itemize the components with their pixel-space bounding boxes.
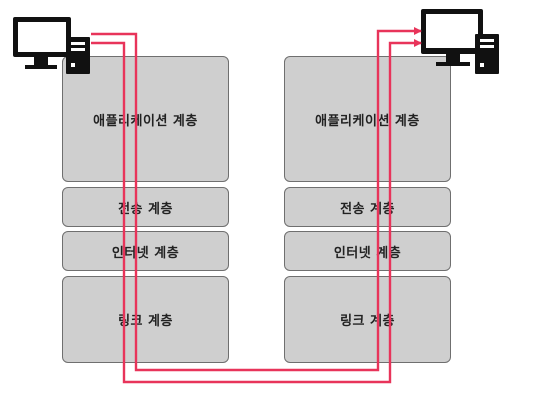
left-internet-layer: 인터넷 계층 xyxy=(62,231,229,271)
right-computer-icon xyxy=(421,9,499,74)
right-application-layer: 애플리케이션 계층 xyxy=(284,56,451,182)
right-transport-layer: 전송 계층 xyxy=(284,187,451,227)
left-link-layer: 링크 계층 xyxy=(62,276,229,363)
outer-data-path xyxy=(91,27,422,372)
left-computer-icon xyxy=(13,17,90,74)
inner-data-path xyxy=(91,39,422,384)
left-application-layer: 애플리케이션 계층 xyxy=(62,56,229,182)
left-transport-layer: 전송 계층 xyxy=(62,187,229,227)
right-internet-layer: 인터넷 계층 xyxy=(284,231,451,271)
right-link-layer: 링크 계층 xyxy=(284,276,451,363)
